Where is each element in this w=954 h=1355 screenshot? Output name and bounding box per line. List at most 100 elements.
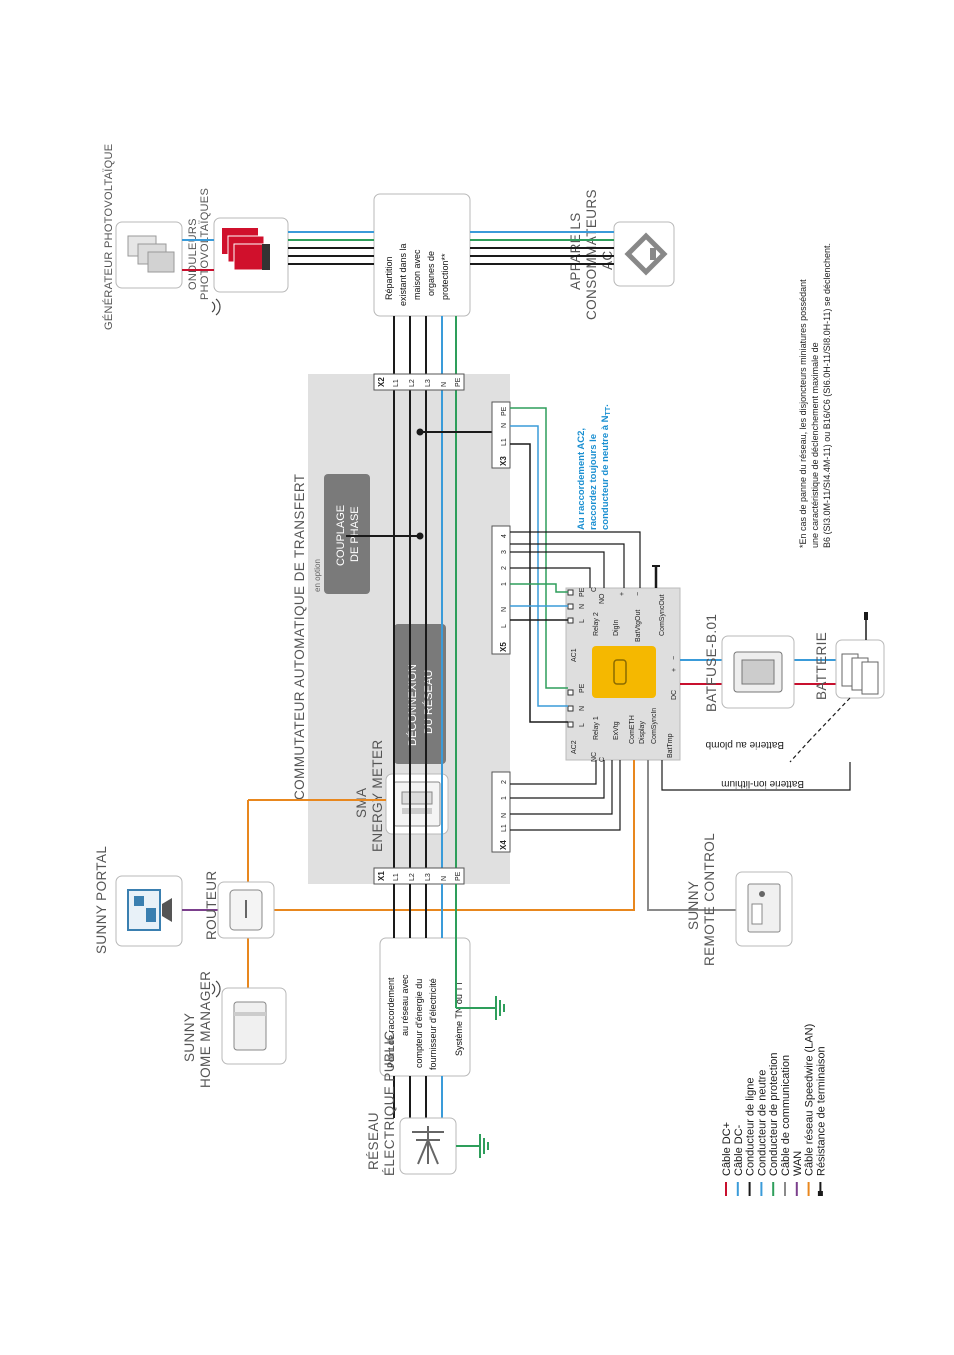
- home-manager-label-2: HOME MANAGER: [198, 971, 213, 1088]
- port-cometh: ComETH: [629, 715, 636, 744]
- x1-pin-l1: L1: [393, 873, 400, 881]
- x2-label: X2: [377, 377, 386, 387]
- lithium-battery-label: Batterie ion-lithium: [721, 778, 804, 789]
- legend-label: Conducteur de protection: [768, 1052, 780, 1176]
- x3-pin-n: N: [501, 423, 508, 428]
- batvtgout-minus: −: [635, 592, 642, 596]
- batfuse: BATFUSE-B.01: [704, 614, 795, 712]
- dc-cables: [680, 659, 836, 685]
- energy-meter-label-2: ENERGY METER: [370, 739, 385, 852]
- home-manager-label-1: SUNNY: [182, 1013, 197, 1062]
- port-exvtg: ExVtg: [613, 721, 620, 740]
- ac-loads: [613, 221, 675, 287]
- energy-meter-label-1: SMA: [354, 788, 369, 818]
- grid-disconnect-text-1: DÉCONNEXION: [406, 664, 419, 746]
- note-ac2-line-3-text: conducteur de neutre à N: [600, 415, 611, 530]
- x2-pin-l3: L3: [425, 379, 432, 387]
- dc-minus: −: [671, 656, 678, 660]
- phase-coupling-text-1: COUPLAGE: [335, 505, 347, 566]
- x4-label: X4: [499, 840, 508, 850]
- pv-inverters: [213, 217, 289, 293]
- ac1-terminals: L N PE: [567, 587, 586, 624]
- x5-pin-n: N: [501, 607, 508, 612]
- phase-coupling-block: COUPLAGE DE PHASE: [324, 474, 370, 594]
- transfer-switch-label: COMMUTATEUR AUTOMATIQUE DE TRANSFERT: [292, 474, 307, 800]
- port-battmp: BatTmp: [667, 733, 674, 758]
- sunny-portal: SUNNY PORTAL: [94, 846, 183, 954]
- sunny-portal-label: SUNNY PORTAL: [94, 846, 109, 954]
- connection-point-text-2: au réseau avec: [400, 974, 410, 1036]
- phase-coupling-text-2: DE PHASE: [349, 506, 361, 562]
- footnote-line-1: *En cas de panne du réseau, les disjonct…: [798, 279, 808, 548]
- x5-pin-2: 2: [501, 566, 508, 570]
- port-comsyncout: ComSyncOut: [659, 594, 666, 636]
- note-ac2: Au raccordement AC2, raccordez toujours …: [576, 404, 612, 530]
- battery-icon: [841, 653, 879, 695]
- note-ac2-line-2: raccordez toujours le: [588, 434, 599, 530]
- ac2-terminals: L N PE: [567, 683, 586, 728]
- port-ac2: AC2: [571, 740, 578, 754]
- remote-control-label-1: SUNNY: [686, 881, 701, 930]
- x3-label: X3: [499, 456, 508, 466]
- note-ac2-tt: TT: [605, 406, 612, 415]
- pv-generator-label: GÉNÉRATEUR PHOTOVOLTAÏQUE: [102, 144, 115, 330]
- sunny-home-manager: SUNNY HOME MANAGER: [182, 971, 287, 1088]
- x1-pin-pe: PE: [455, 871, 462, 881]
- router: ROUTEUR: [204, 870, 275, 940]
- x3-to-ac2-wires: [510, 407, 568, 723]
- batvtgout-plus: +: [619, 592, 626, 596]
- legend-label: Résistance de terminaison: [815, 1046, 827, 1176]
- x5-pin-1: 1: [501, 582, 508, 586]
- ac-loads-label-2: CONSOMMATEURS: [584, 189, 599, 320]
- x3-pin-pe: PE: [501, 406, 508, 416]
- remote-control-icon: [747, 883, 781, 933]
- house-icon: [624, 232, 668, 276]
- lead-battery-label: Batterie au plomb: [705, 739, 784, 750]
- x1-to-connection-wires: [393, 884, 457, 1008]
- sunny-remote-control: SUNNY REMOTE CONTROL: [686, 833, 793, 966]
- distribution-to-x2: [393, 316, 457, 374]
- battery-dashed-link: [809, 697, 851, 741]
- x2-pin-pe: PE: [455, 377, 462, 387]
- energy-meter: SMA ENERGY METER: [354, 739, 449, 852]
- port-display: Display: [639, 721, 646, 744]
- inverter-lan-cable: [247, 760, 635, 988]
- inverter-stack-icon: [222, 228, 271, 271]
- dc-plus: +: [671, 668, 678, 672]
- distribution-text-4: organes de: [426, 251, 436, 296]
- x5-label: X5: [499, 642, 508, 652]
- terminal-x4: X4 L1 N 1 2: [491, 771, 511, 853]
- connection-point-text-3: compteur d'énergie du: [414, 979, 424, 1068]
- grid-disconnect-block: DÉCONNEXION DU RÉSEAU: [394, 624, 446, 764]
- ac2-ntt: N: [579, 706, 586, 711]
- relay2-c: C: [591, 587, 598, 592]
- terminal-x2: X2 L1 L2 L3 N PE: [373, 373, 465, 391]
- legend-label: WAN: [792, 1151, 804, 1176]
- x5-pin-l: L: [501, 624, 508, 628]
- legend-label: Câble de communication: [780, 1055, 792, 1176]
- grid-disconnect-text-2: DU RÉSEAU: [422, 670, 435, 734]
- home-manager-icon: [233, 1001, 267, 1051]
- system-type-text: Système TN ou TT: [454, 980, 464, 1056]
- port-digin: DigIn: [613, 620, 620, 636]
- ac2-pe: PE: [579, 683, 586, 693]
- grid-earth-symbol-icon: [456, 1134, 489, 1158]
- ac1-l: L: [579, 619, 586, 623]
- x2-pin-l2: L2: [409, 379, 416, 387]
- relay2-no: NO: [599, 593, 606, 604]
- x5-to-ac1-wires: [510, 583, 568, 621]
- pv-inverters-label-2: PHOTOVOLTAÏQUES: [199, 188, 211, 300]
- ac2-l: L: [579, 723, 586, 727]
- grid-label-1: RÉSEAU: [366, 1112, 381, 1170]
- port-comsyncin: ComSyncIn: [651, 708, 658, 744]
- x2-pin-n: N: [441, 382, 448, 387]
- x3-pin-l1: L1: [501, 438, 508, 446]
- meter-icon: [393, 781, 441, 827]
- batfuse-label: BATFUSE-B.01: [704, 614, 719, 712]
- optional-label: en option: [313, 559, 322, 592]
- x5-control-wires: [510, 531, 660, 588]
- legend-label: Câble DC-: [733, 1124, 745, 1176]
- x4-pin-1: 1: [501, 796, 508, 800]
- relay1-nc: NC: [591, 752, 598, 762]
